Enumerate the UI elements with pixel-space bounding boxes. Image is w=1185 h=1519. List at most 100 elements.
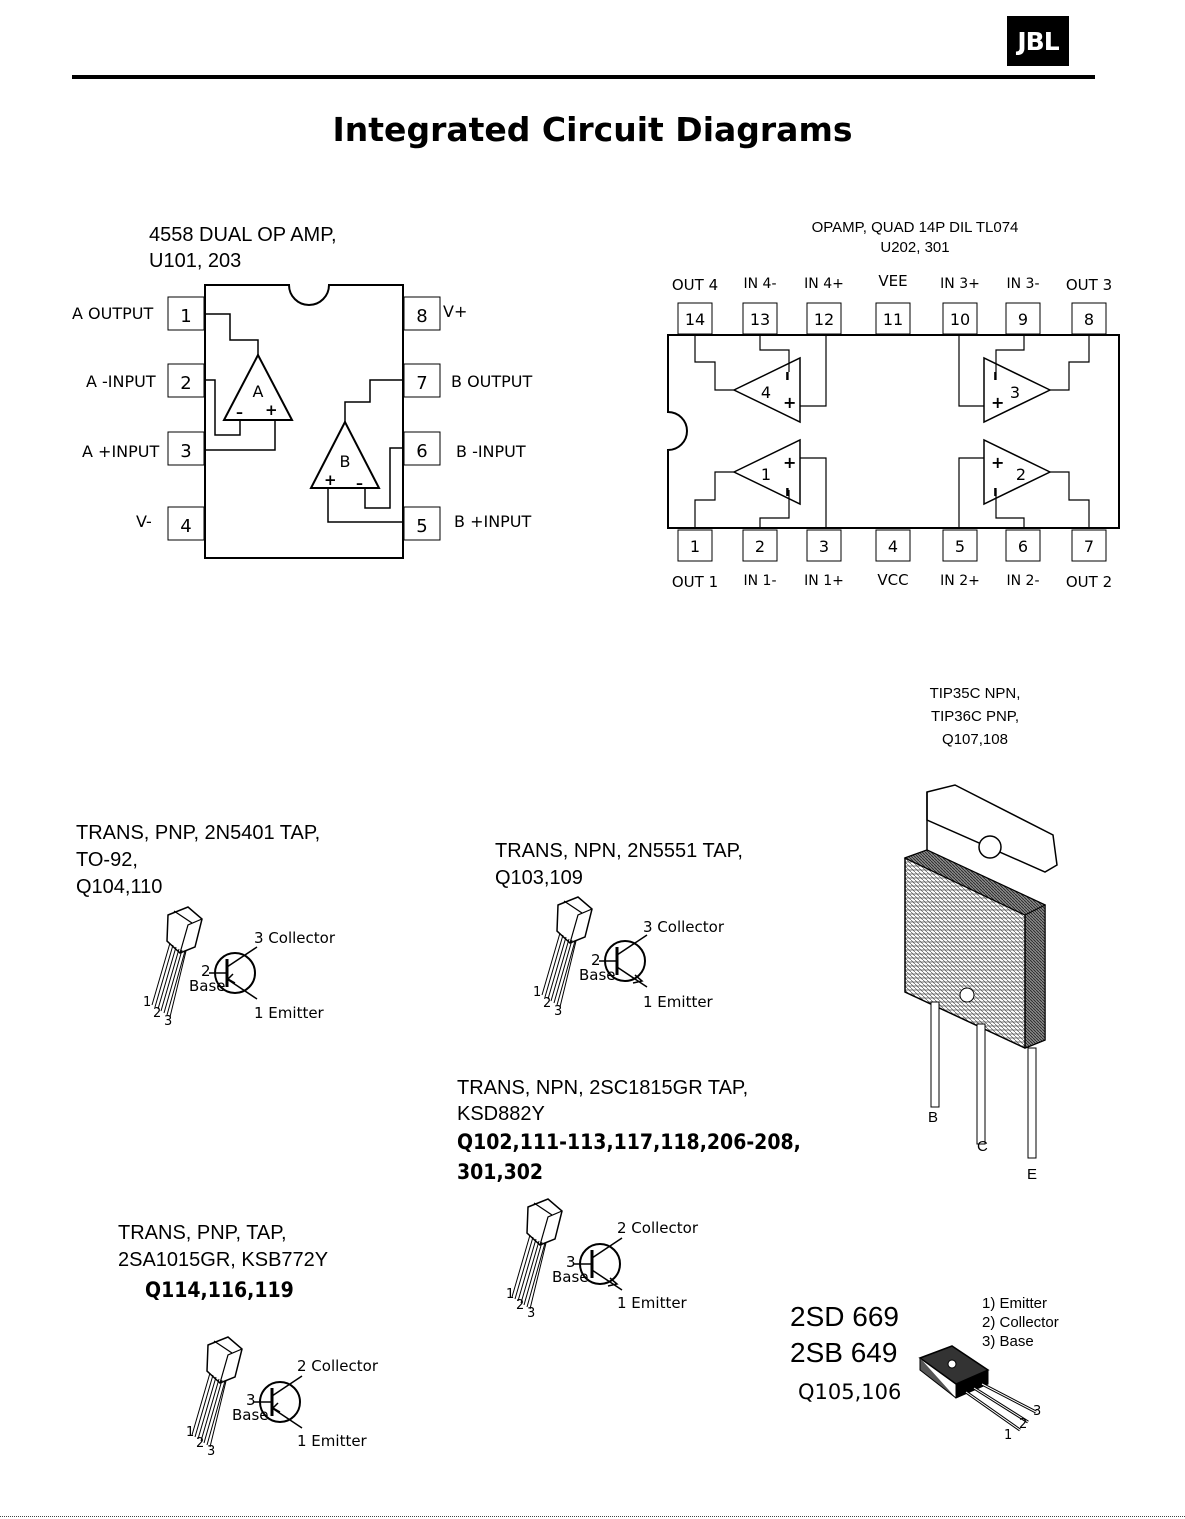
svg-text:+: + xyxy=(991,393,1004,412)
t2sd669-pin3: 3) Base xyxy=(982,1333,1034,1350)
svg-text:ı: ı xyxy=(785,484,790,500)
t2n5551-symbol xyxy=(599,934,648,988)
jbl-logo: JBL xyxy=(1007,16,1069,66)
t2sc1815-emitter-label: 1 Emitter xyxy=(617,1294,687,1312)
t2sa1015-lead-number: 1 xyxy=(186,1425,195,1440)
t2n5401-lead-number: 1 xyxy=(143,995,152,1010)
tip35-ref: Q107,108 xyxy=(942,731,1008,748)
t2n5401-title: TRANS, PNP, 2N5401 TAP, xyxy=(76,822,321,844)
t2n5401-lead-number: 3 xyxy=(164,1014,173,1029)
t2sa1015-lead-number: 3 xyxy=(207,1444,216,1459)
tl074-amp-number: 2 xyxy=(1015,465,1027,484)
tl074-amp-number: 4 xyxy=(760,383,772,402)
tl074-pin-label: OUT 1 xyxy=(671,573,719,591)
t2sa1015-ref: Q114,116,119 xyxy=(145,1278,294,1302)
t2sc1815-ref: Q102,111-113,117,118,206-208, xyxy=(457,1130,801,1154)
t2sc1815-collector-label: 2 Collector xyxy=(617,1219,698,1237)
t2sc1815-alt: KSD882Y xyxy=(457,1103,545,1125)
t2sd669-title: 2SD 669 xyxy=(790,1301,899,1332)
t2n5401-base-number: 2 xyxy=(201,962,211,980)
ic4558-pin-number: 1 xyxy=(180,306,192,327)
tl074-pin-number: 6 xyxy=(1017,537,1029,556)
t2sa1015-parts: 2SA1015GR, KSB772Y xyxy=(118,1249,329,1271)
ic4558-ref: U101, 203 xyxy=(149,250,242,272)
tl074-pin-number: 5 xyxy=(954,537,966,556)
t2n5551-lead-number: 2 xyxy=(543,996,552,1011)
tl074-title: OPAMP, QUAD 14P DIL TL074 xyxy=(811,219,1019,236)
svg-text:+: + xyxy=(991,453,1004,472)
tl074-pin-number: 12 xyxy=(813,310,835,329)
ic4558-pin-number: 5 xyxy=(416,516,428,537)
svg-text:ı: ı xyxy=(993,368,998,384)
t2sc1815-lead-number: 1 xyxy=(506,1287,515,1302)
t2n5401-collector-label: 3 Collector xyxy=(254,929,335,947)
t2n5551-ref: Q103,109 xyxy=(495,867,583,889)
tip35-subtitle: TIP36C PNP, xyxy=(930,708,1020,725)
header-rule xyxy=(72,75,1095,79)
tl074-ref: U202, 301 xyxy=(880,239,950,256)
page-title: Integrated Circuit Diagrams xyxy=(332,110,853,149)
ic4558-body xyxy=(204,284,404,559)
ic4558-pin-number: 8 xyxy=(416,306,428,327)
tl074-pin-number: 7 xyxy=(1083,537,1095,556)
ic4558-pin-number: 2 xyxy=(180,373,192,394)
t2sa1015-package-drawing xyxy=(191,1336,243,1448)
ic4558-pin-label: A -INPUT xyxy=(86,372,156,391)
t2sa1015-collector-label: 2 Collector xyxy=(297,1357,378,1375)
t2n5401-package-drawing xyxy=(151,906,203,1018)
t2sd669-lead-number: 3 xyxy=(1033,1404,1042,1419)
tl074-pin-label: VCC xyxy=(877,571,909,589)
t2sd669-pin2: 2) Collector xyxy=(982,1314,1059,1331)
ic4558-pin-label: B +INPUT xyxy=(454,512,532,531)
t2sa1015-base-number: 3 xyxy=(246,1391,256,1409)
tl074-amp-number: 3 xyxy=(1009,383,1021,402)
t2sd669-pin1: 1) Emitter xyxy=(982,1295,1048,1312)
tl074-pin-label: IN 2- xyxy=(1006,573,1040,589)
tl074-pin-label: IN 1+ xyxy=(804,573,844,589)
t2sd669-ref: Q105,106 xyxy=(798,1380,902,1404)
tl074-pin-number: 11 xyxy=(882,310,904,329)
ic4558-title: 4558 DUAL OP AMP, xyxy=(149,224,337,246)
t2sc1815-title: TRANS, NPN, 2SC1815GR TAP, xyxy=(457,1077,749,1099)
svg-text:ı: ı xyxy=(785,368,790,384)
ic4558-pin-number: 4 xyxy=(180,516,192,537)
t2n5401-package: TO-92, xyxy=(76,849,138,871)
svg-text:+: + xyxy=(265,401,278,419)
ic4558-pin-label: B -INPUT xyxy=(456,442,526,461)
opamp-b-symbol xyxy=(309,419,381,489)
tl074-body xyxy=(667,334,1120,529)
svg-text:–: – xyxy=(356,476,363,492)
ic4558-pin-label: B OUTPUT xyxy=(451,372,533,391)
ic4558-pin-label: V- xyxy=(136,512,152,531)
tl074-pin-number: 4 xyxy=(887,537,899,556)
tl074-pin-number: 3 xyxy=(818,537,830,556)
t2n5551-base-label: Base xyxy=(579,966,616,984)
ic4558-pin-number: 3 xyxy=(180,441,192,462)
ic4558-pin-number: 6 xyxy=(416,441,428,462)
ic4558-pin-label: A +INPUT xyxy=(82,442,160,461)
tl074-pin-label: OUT 3 xyxy=(1065,276,1113,294)
t2sd669-alt: 2SB 649 xyxy=(790,1337,898,1368)
tl074-pin-label: VEE xyxy=(878,272,908,290)
tl074-pin-label: IN 4- xyxy=(743,276,777,292)
t2n5401-lead-number: 2 xyxy=(153,1006,162,1021)
t2sc1815-ref-cont: 301,302 xyxy=(457,1160,544,1184)
t2sa1015-base-label: Base xyxy=(232,1406,269,1424)
t2n5551-base-number: 2 xyxy=(591,951,601,969)
t2n5551-emitter-label: 1 Emitter xyxy=(643,993,713,1011)
tl074-pin-label: OUT 2 xyxy=(1065,573,1113,591)
opamp-a-symbol xyxy=(222,352,294,421)
svg-text:+: + xyxy=(783,453,796,472)
tl074-pin-label: IN 3+ xyxy=(940,276,980,292)
t2n5401-base-label: Base xyxy=(189,977,226,995)
tl074-pin-label: IN 4+ xyxy=(804,276,844,292)
t2sc1815-base-number: 3 xyxy=(566,1253,576,1271)
t2sc1815-base-label: Base xyxy=(552,1268,589,1286)
t2n5551-title: TRANS, NPN, 2N5551 TAP, xyxy=(495,840,743,862)
tip35-pin-e: E xyxy=(1027,1166,1038,1183)
tl074-pin-number: 8 xyxy=(1083,310,1095,329)
tl074-pin-number: 1 xyxy=(689,537,701,556)
tl074-pin-label: OUT 4 xyxy=(671,276,719,294)
t2sc1815-symbol xyxy=(574,1237,623,1291)
tl074-diagram: + ı + ı + ı + ı xyxy=(667,302,1120,562)
